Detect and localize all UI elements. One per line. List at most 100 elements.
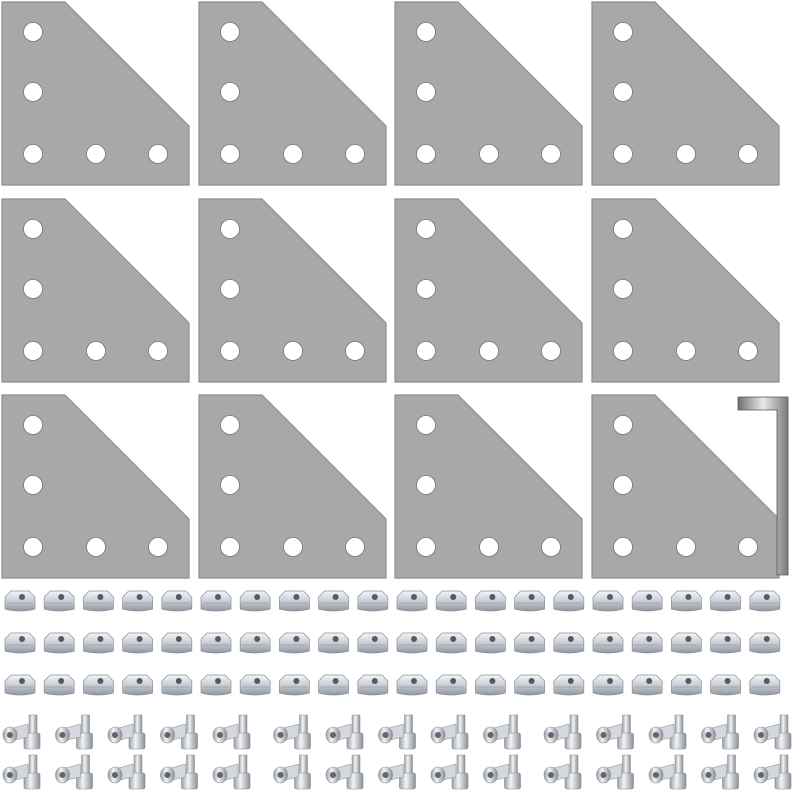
plate-hole (23, 279, 43, 299)
plate-hole (416, 475, 436, 495)
bolt-pair (160, 754, 198, 790)
t-nut (43, 590, 75, 612)
plate-hole (613, 415, 633, 435)
bolt-pair (753, 714, 792, 750)
plate-hole (283, 341, 303, 361)
plate-hole (345, 537, 365, 557)
plate-hole (541, 537, 561, 557)
corner-plate (394, 1, 583, 186)
t-nut (83, 674, 114, 696)
t-nut (239, 590, 271, 612)
plate-hole (220, 279, 240, 299)
plate-hole (220, 475, 240, 495)
t-nut (357, 674, 389, 696)
t-nut (318, 674, 349, 696)
plate-hole (283, 537, 303, 557)
plate-hole (86, 537, 106, 557)
bolt-pair (543, 714, 582, 750)
t-nut (435, 632, 467, 654)
plate-hole (416, 341, 436, 361)
bolt-pair (596, 754, 634, 790)
t-nut (553, 674, 585, 696)
t-nut (671, 674, 702, 696)
t-nut (396, 674, 428, 696)
plate-hole (148, 341, 168, 361)
bolts (2, 714, 792, 790)
t-nut (514, 674, 545, 696)
bolt-pair (701, 714, 739, 750)
t-nut (200, 590, 232, 612)
bolt-pair (753, 754, 792, 790)
t-nut (83, 632, 114, 654)
t-nut (43, 674, 75, 696)
plate-hole (23, 22, 43, 42)
corner-plate (591, 1, 780, 186)
plate-hole (23, 219, 43, 239)
corner-plate (591, 198, 780, 383)
bolt-pair (378, 714, 416, 750)
bolt-pair (430, 714, 469, 750)
t-nut (279, 632, 310, 654)
plate-hole (220, 219, 240, 239)
plate-hole (220, 415, 240, 435)
bolt-pair (107, 754, 146, 790)
t-nut (592, 632, 624, 654)
t-nut (4, 590, 36, 612)
plate-hole (416, 279, 436, 299)
plate-hole (345, 144, 365, 164)
t-nut (671, 590, 702, 612)
t-nut (631, 632, 663, 654)
plate-hole (220, 22, 240, 42)
plate-hole (613, 537, 633, 557)
corner-plate (198, 1, 387, 186)
bolt-pair (273, 714, 311, 750)
t-nut (161, 632, 193, 654)
bolt-pair (596, 714, 634, 750)
plate-hole (479, 341, 499, 361)
plate-body (1, 394, 190, 579)
plate-body (198, 198, 387, 383)
plate-hole (220, 537, 240, 557)
plate-hole (23, 341, 43, 361)
t-nut (83, 590, 114, 612)
plate-hole (23, 144, 43, 164)
t-nut (435, 590, 467, 612)
t-nut (553, 590, 585, 612)
t-nut (475, 590, 506, 612)
corner-plate (1, 1, 190, 186)
t-nut (239, 674, 271, 696)
plate-hole (613, 82, 633, 102)
plate-hole (86, 341, 106, 361)
t-nuts (4, 590, 781, 696)
t-nut (435, 674, 467, 696)
bolt-pair (648, 754, 687, 790)
t-nut (514, 590, 545, 612)
hex-key (737, 396, 789, 576)
bolt-pair (273, 754, 311, 790)
t-nut (200, 674, 232, 696)
plate-hole (23, 415, 43, 435)
t-nut (710, 590, 741, 612)
plate-hole (613, 279, 633, 299)
bolt-pair (2, 754, 41, 790)
plate-hole (220, 82, 240, 102)
bolt-pair (325, 754, 364, 790)
corner-plate (591, 394, 780, 579)
plate-hole (613, 219, 633, 239)
bolt-pair (483, 754, 521, 790)
plate-body (198, 1, 387, 186)
plate-hole (541, 144, 561, 164)
t-nut (631, 590, 663, 612)
plate-body (394, 1, 583, 186)
t-nut (514, 632, 545, 654)
plate-hole (613, 22, 633, 42)
plate-hole (220, 341, 240, 361)
plate-hole (676, 341, 696, 361)
t-nut (631, 674, 663, 696)
t-nut (749, 590, 781, 612)
plate-hole (416, 537, 436, 557)
plate-hole (479, 144, 499, 164)
t-nut (318, 590, 349, 612)
plate-hole (676, 144, 696, 164)
